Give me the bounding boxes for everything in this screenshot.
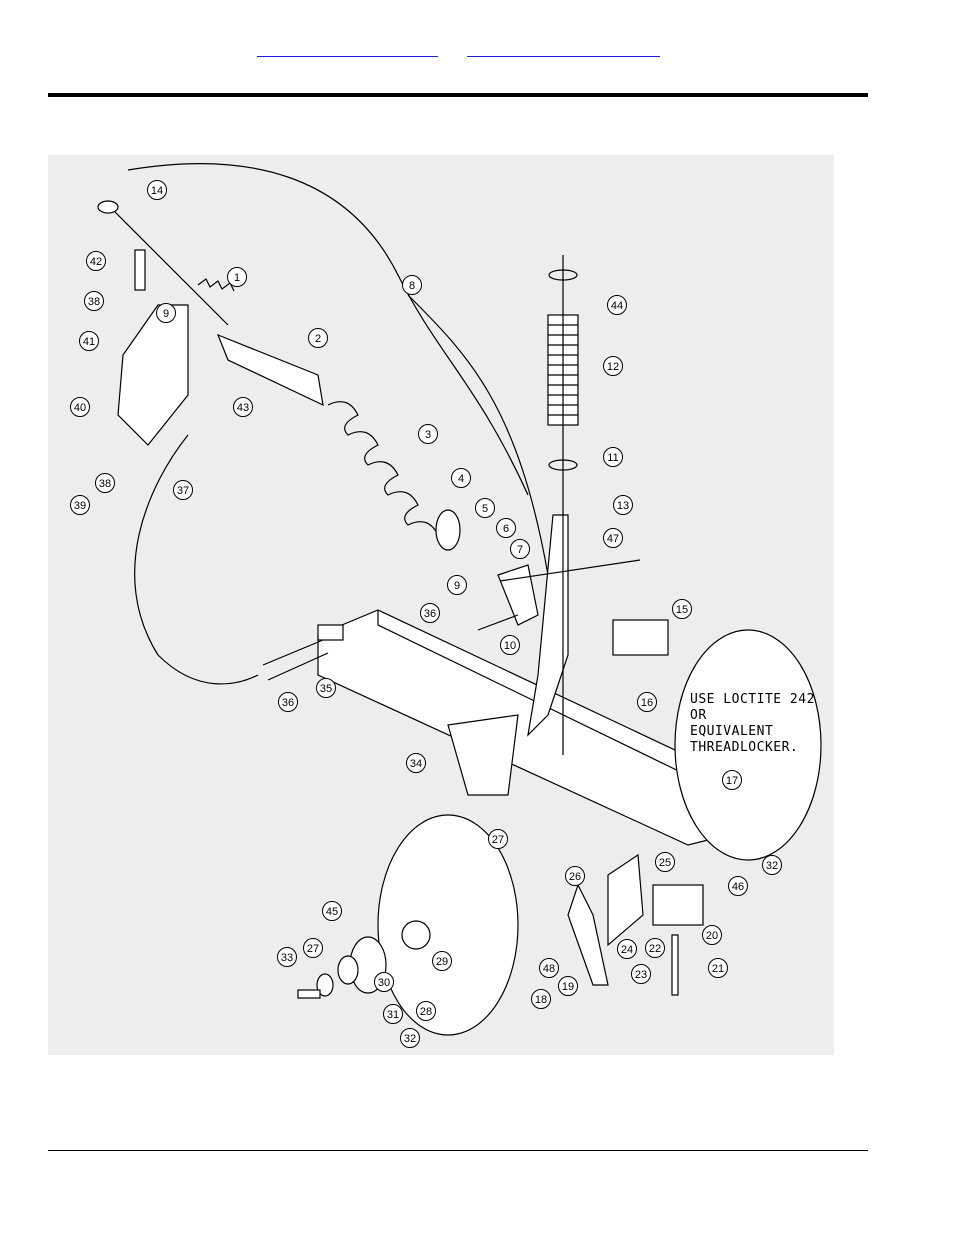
callout-41: 41 <box>79 331 99 351</box>
callout-39: 39 <box>70 495 90 515</box>
header-rule <box>48 93 868 97</box>
callout-15: 15 <box>672 599 692 619</box>
callout-36b: 36 <box>278 692 298 712</box>
note-line-1: USE LOCTITE 242 OR <box>690 692 815 723</box>
callout-44: 44 <box>607 295 627 315</box>
callout-31: 31 <box>383 1004 403 1024</box>
callout-34: 34 <box>406 753 426 773</box>
callout-32b: 32 <box>400 1028 420 1048</box>
callout-33: 33 <box>277 947 297 967</box>
callout-40: 40 <box>70 397 90 417</box>
callout-5: 5 <box>475 498 495 518</box>
header-links <box>0 44 954 60</box>
callout-46: 46 <box>728 876 748 896</box>
callout-6: 6 <box>496 518 516 538</box>
callout-21: 21 <box>708 958 728 978</box>
callout-9a: 9 <box>156 303 176 323</box>
callout-28: 28 <box>416 1001 436 1021</box>
parts-diagram: USE LOCTITE 242 OR EQUIVALENT THREADLOCK… <box>48 155 834 1055</box>
callout-27a: 27 <box>488 829 508 849</box>
callout-11: 11 <box>603 447 623 467</box>
callout-12: 12 <box>603 356 623 376</box>
callout-7: 7 <box>510 539 530 559</box>
callout-24: 24 <box>617 939 637 959</box>
callout-38b: 38 <box>95 473 115 493</box>
callout-38a: 38 <box>84 291 104 311</box>
callout-42: 42 <box>86 251 106 271</box>
callout-4: 4 <box>451 468 471 488</box>
callout-1: 1 <box>227 267 247 287</box>
callout-45: 45 <box>322 901 342 921</box>
callout-10: 10 <box>500 635 520 655</box>
callout-14: 14 <box>147 180 167 200</box>
callout-3: 3 <box>418 424 438 444</box>
callout-26: 26 <box>565 866 585 886</box>
callout-13: 13 <box>613 495 633 515</box>
callout-30: 30 <box>374 972 394 992</box>
header-link-1[interactable] <box>257 44 438 57</box>
callout-25: 25 <box>655 852 675 872</box>
note-line-2: EQUIVALENT THREADLOCKER. <box>690 724 799 755</box>
callout-23: 23 <box>631 964 651 984</box>
callout-27b: 27 <box>303 938 323 958</box>
header-link-2[interactable] <box>467 44 660 57</box>
callout-17: 17 <box>722 770 742 790</box>
footer-rule <box>48 1150 868 1151</box>
callout-22: 22 <box>645 938 665 958</box>
callout-37: 37 <box>173 480 193 500</box>
parts-drawing <box>97 163 822 1036</box>
callout-32a: 32 <box>762 855 782 875</box>
callout-35: 35 <box>316 678 336 698</box>
callout-47: 47 <box>603 528 623 548</box>
callout-9b: 9 <box>447 575 467 595</box>
threadlocker-note: USE LOCTITE 242 OR EQUIVALENT THREADLOCK… <box>690 692 834 756</box>
callout-43: 43 <box>233 397 253 417</box>
callout-18: 18 <box>531 989 551 1009</box>
callout-8: 8 <box>402 275 422 295</box>
callout-20: 20 <box>702 925 722 945</box>
callout-48: 48 <box>539 958 559 978</box>
callout-16: 16 <box>637 692 657 712</box>
callout-19: 19 <box>558 976 578 996</box>
callout-36a: 36 <box>420 603 440 623</box>
callout-29: 29 <box>432 951 452 971</box>
callout-2: 2 <box>308 328 328 348</box>
